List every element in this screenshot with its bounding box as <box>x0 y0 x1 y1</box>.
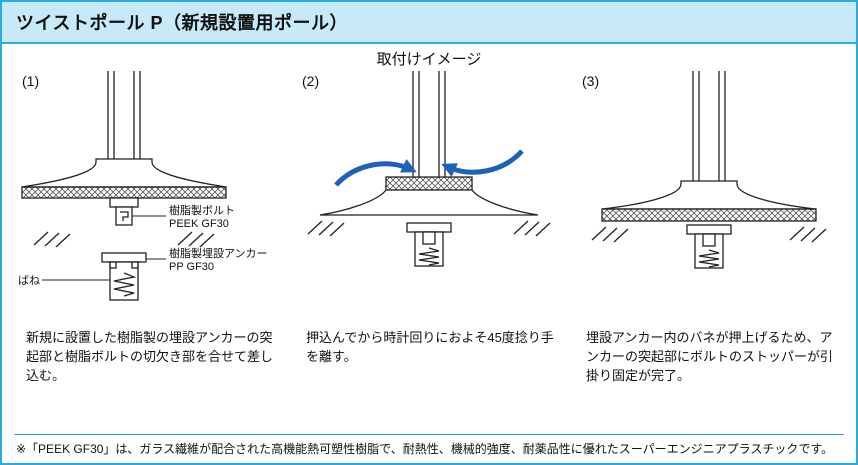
base-flange <box>601 208 817 222</box>
base-cap <box>385 176 473 191</box>
anchor-label-line1: 樹脂製埋設アンカー <box>169 246 268 260</box>
rotate-arrow-right-icon <box>441 149 524 177</box>
diagram-row: (1) 樹脂製ボルト PEEK <box>14 69 844 434</box>
step-2-illustration <box>307 71 551 267</box>
embedded-anchor <box>406 222 452 267</box>
step-1-caption: 新規に設置した樹脂製の埋設アンカーの突起部と樹脂ボルトの切欠き部を合せて差し込む… <box>26 330 274 383</box>
ground-hatch-right <box>513 220 551 237</box>
content-area: 取付けイメージ (1) <box>2 44 856 463</box>
header-bar: ツイストポール P（新規設置用ポール） <box>2 2 856 44</box>
step-3-caption: 埋設アンカー内のバネが押上げるため、アンカーの突起部にボルトのストッパーが引掛り… <box>586 330 834 383</box>
pole <box>412 71 446 177</box>
step-3-number: (3) <box>582 73 600 89</box>
step-1: (1) 樹脂製ボルト PEEK <box>14 69 284 434</box>
base-skirt <box>319 176 539 216</box>
step-2: (2) <box>294 69 564 434</box>
anchor-lug-left <box>109 261 117 269</box>
bolt-label-line2: PEEK GF30 <box>169 218 229 230</box>
embedded-anchor <box>101 252 147 301</box>
pole <box>107 71 141 159</box>
spring <box>113 272 137 297</box>
ground-hatch-right <box>789 226 827 243</box>
ground-hatch-left <box>307 220 345 237</box>
spring <box>418 247 440 266</box>
spring-label: ばね <box>18 274 40 287</box>
embedded-anchor <box>686 224 732 269</box>
bolt-notch <box>120 211 129 221</box>
ground-hatch-right <box>177 231 215 248</box>
anchor-label-line2: PP GF30 <box>169 261 214 273</box>
step-2-caption: 押込んでから時計回りにおよそ45度捻り手を離す。 <box>306 330 554 364</box>
footnote-text: ※「PEEK GF30」は、ガラス繊維が配合された高機能熱可塑性樹脂で、耐熱性、… <box>14 434 844 463</box>
resin-bolt <box>109 197 139 226</box>
bolt-body <box>702 233 716 247</box>
page-title: ツイストポール P（新規設置用ポール） <box>16 13 348 33</box>
step-3-illustration <box>591 71 827 269</box>
ground-hatch-left <box>33 231 71 248</box>
ground-hatch-left <box>591 226 629 243</box>
base-skirt <box>21 158 227 199</box>
base-skirt <box>601 180 817 222</box>
step-3: (3) <box>574 69 844 434</box>
pole <box>692 71 726 181</box>
spring <box>698 249 720 268</box>
bolt-label-line1: 樹脂製ボルト <box>169 203 235 217</box>
anchor-lug-right <box>131 261 139 269</box>
step-2-number: (2) <box>302 73 320 89</box>
bolt-body <box>422 231 436 245</box>
base-flange <box>21 186 227 199</box>
step-1-number: (1) <box>22 73 40 89</box>
rotate-arrow-left-icon <box>334 159 417 187</box>
step-1-illustration: 樹脂製ボルト PEEK GF30 <box>18 71 268 301</box>
main-title: 取付けイメージ <box>376 51 482 68</box>
